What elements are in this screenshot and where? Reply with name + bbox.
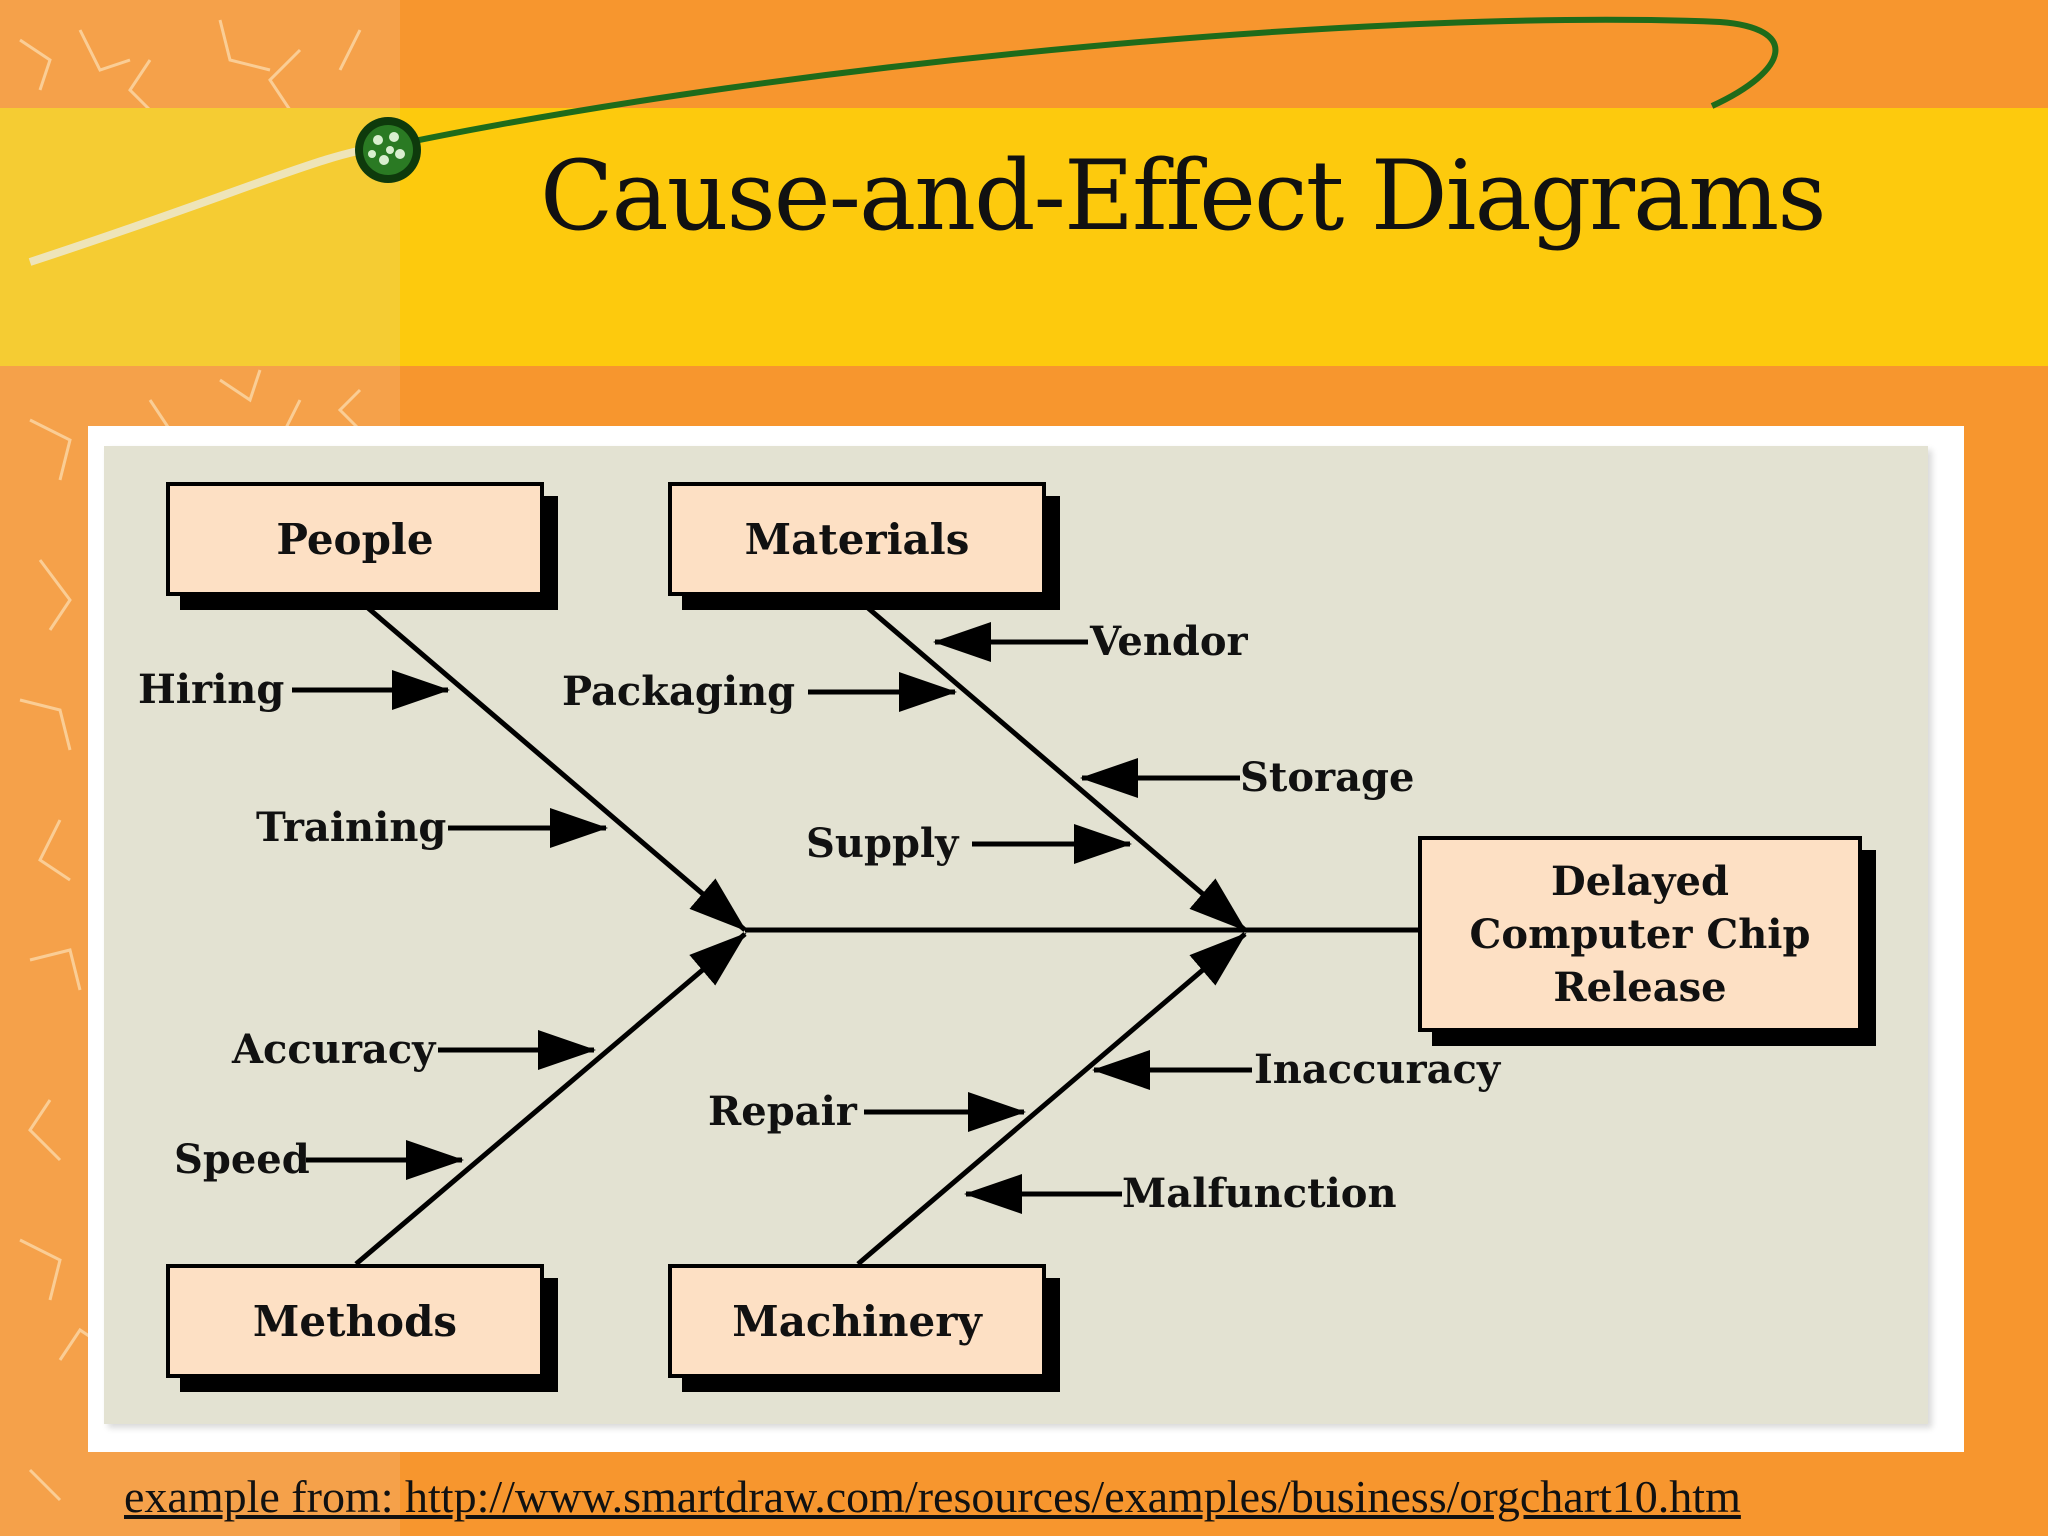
category-box-materials: Materials <box>668 482 1046 596</box>
category-box-people: People <box>166 482 544 596</box>
cause-label-malfunction: Malfunction <box>1122 1170 1397 1217</box>
bone-materials <box>866 606 1247 932</box>
swoosh-graphic <box>28 16 1779 266</box>
cause-label-hiring: Hiring <box>138 666 285 713</box>
cause-label-training: Training <box>256 804 447 851</box>
source-link[interactable]: example from: http://www.smartdraw.com/r… <box>124 1471 1741 1522</box>
cause-label-inaccuracy: Inaccuracy <box>1254 1046 1501 1093</box>
cause-label-speed: Speed <box>174 1136 310 1183</box>
category-box-methods: Methods <box>166 1264 544 1378</box>
effect-box: Delayed Computer Chip Release <box>1418 836 1862 1032</box>
cause-label-packaging: Packaging <box>562 668 796 715</box>
bone-machinery <box>856 932 1247 1266</box>
cause-label-supply: Supply <box>806 820 959 867</box>
cause-label-vendor: Vendor <box>1090 618 1248 665</box>
category-box-machinery: Machinery <box>668 1264 1046 1378</box>
cause-label-accuracy: Accuracy <box>232 1026 436 1073</box>
bone-people <box>366 606 747 932</box>
bone-methods <box>354 932 747 1266</box>
cause-label-storage: Storage <box>1240 754 1415 801</box>
slide-title: Cause-and-Effect Diagrams <box>540 140 1827 252</box>
cause-label-repair: Repair <box>708 1088 857 1135</box>
title-band-pattern <box>0 108 400 366</box>
